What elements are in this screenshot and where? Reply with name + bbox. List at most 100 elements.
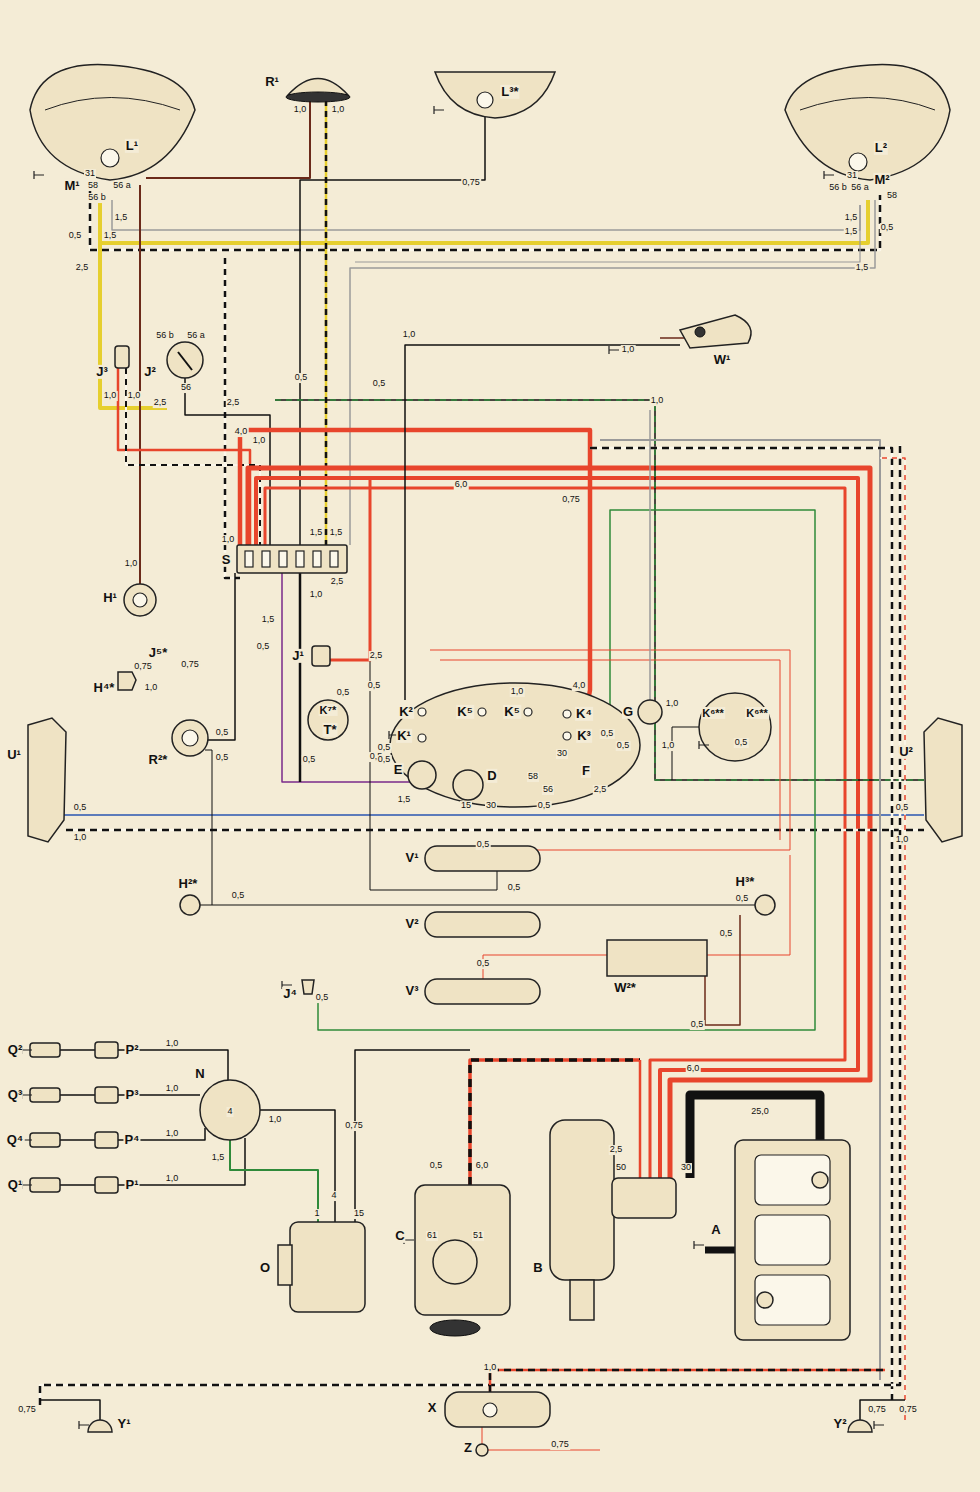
interior-lamp-symbol [180, 846, 775, 1004]
instrument-symbol [133, 593, 147, 607]
wire-gauge: 1,0 [144, 683, 159, 693]
wire-gauge: 1,0 [895, 835, 910, 845]
ignition-symbol [95, 1132, 118, 1148]
wire-gauge: 58 [527, 772, 539, 782]
wire-gauge: 1,0 [221, 535, 236, 545]
component-label: N [194, 1067, 205, 1081]
wire-gauge: 0,5 [735, 894, 750, 904]
wire [66, 829, 924, 832]
wire-gauge: 2,5 [369, 651, 384, 661]
component-label: V³ [405, 984, 420, 998]
wire [880, 458, 905, 1420]
wire-gauge: 56 b [155, 331, 175, 341]
component-label: W²* [613, 981, 637, 995]
wire-gauge: 0,5 [895, 803, 910, 813]
wire [649, 410, 651, 700]
wire [60, 1139, 95, 1141]
battery-symbol [735, 1140, 850, 1340]
starter-symbol [550, 1120, 676, 1320]
wire-gauge: 0,5 [616, 741, 631, 751]
wire-gauge: 58 [886, 191, 898, 201]
interior-lamp-symbol [425, 979, 540, 1004]
generator-symbol [433, 1240, 477, 1284]
wire-gauge: 1,0 [293, 105, 308, 115]
wire-gauge: 0,5 [429, 1161, 444, 1171]
interior-lamp-symbol [607, 940, 707, 976]
ignition-symbol [290, 1222, 365, 1312]
ground-symbol [699, 741, 709, 749]
headlight-symbol [101, 149, 119, 167]
wire [880, 458, 905, 1420]
wire-gauge: 2,5 [330, 577, 345, 587]
wire-gauge: 0,5 [690, 1020, 705, 1030]
wire [30, 100, 924, 1450]
rear-lamp-symbol [88, 1392, 872, 1456]
wire [672, 727, 699, 780]
generator-symbol [415, 1185, 510, 1315]
wire [40, 1400, 100, 1420]
wire-gauge: 1,0 [661, 741, 676, 751]
wire [299, 573, 302, 782]
wire [405, 345, 680, 700]
wire [600, 440, 880, 1380]
wire [208, 573, 235, 740]
ignition-symbol [95, 1087, 118, 1103]
ground-symbol [694, 1241, 704, 1249]
wire-gauge: 1,0 [127, 391, 142, 401]
wire-gauge: 1,5 [397, 795, 412, 805]
wire-gauge: 30 [680, 1163, 692, 1173]
wire-gauge: 61 [426, 1231, 438, 1241]
component-label: K¹ [396, 729, 412, 743]
lamp-symbol [477, 92, 493, 108]
wire [118, 368, 250, 545]
wire-gauge: 56 a [186, 331, 206, 341]
battery-symbol [735, 1140, 850, 1340]
component-label: E [393, 763, 404, 777]
wire-gauge: 0,5 [256, 642, 271, 652]
starter-symbol [570, 1280, 594, 1320]
component-label: K⁶** [745, 707, 769, 719]
fuse-box-symbol [245, 551, 253, 567]
rear-lamp-symbol [476, 1444, 488, 1456]
fuse-box-symbol [296, 551, 304, 567]
component-label: L² [874, 141, 888, 155]
instrument-symbol [418, 708, 426, 716]
wire-gauge: 0,5 [537, 801, 552, 811]
battery-symbol [755, 1275, 830, 1325]
wire-gauge: 0,5 [600, 729, 615, 739]
wire [482, 1427, 483, 1444]
wire-gauge: 30 [556, 749, 568, 759]
instrument-symbol [699, 693, 771, 761]
wire [230, 1140, 318, 1222]
interior-lamp-symbol [425, 912, 540, 937]
ground-symbol [609, 346, 619, 354]
component-label: L¹ [125, 139, 139, 153]
ground-symbol [874, 1421, 884, 1429]
component-label: Y² [833, 1417, 848, 1431]
wire-gauge: 0,5 [476, 840, 491, 850]
component-label: A [710, 1223, 721, 1237]
wire-gauge: 0,75 [867, 1405, 887, 1415]
wire [90, 190, 880, 250]
wire-gauge: 1,5 [309, 528, 324, 538]
wire-gauge: 0,75 [344, 1121, 364, 1131]
ignition-symbol [278, 1245, 292, 1285]
wire-gauge: 1,0 [621, 345, 636, 355]
wire-gauge: 0,5 [476, 959, 491, 969]
instrument-symbol [124, 584, 156, 616]
wire-gauge: 31 [846, 171, 858, 181]
wire-gauge: 4 [226, 1107, 233, 1117]
component-label: J³ [95, 365, 109, 379]
switch-symbol [167, 342, 203, 378]
instrument-symbol [308, 700, 348, 740]
wire-gauge: 1,0 [165, 1084, 180, 1094]
component-label: M¹ [63, 179, 80, 193]
wire-gauge: 1,5 [211, 1153, 226, 1163]
wire-gauge: 1,0 [165, 1039, 180, 1049]
wire-gauge: 2,5 [75, 263, 90, 273]
ground-symbol [22, 106, 884, 1429]
trafficator-symbol [924, 718, 962, 842]
component-label: K⁴ [575, 707, 593, 721]
instrument-symbol [563, 710, 571, 718]
